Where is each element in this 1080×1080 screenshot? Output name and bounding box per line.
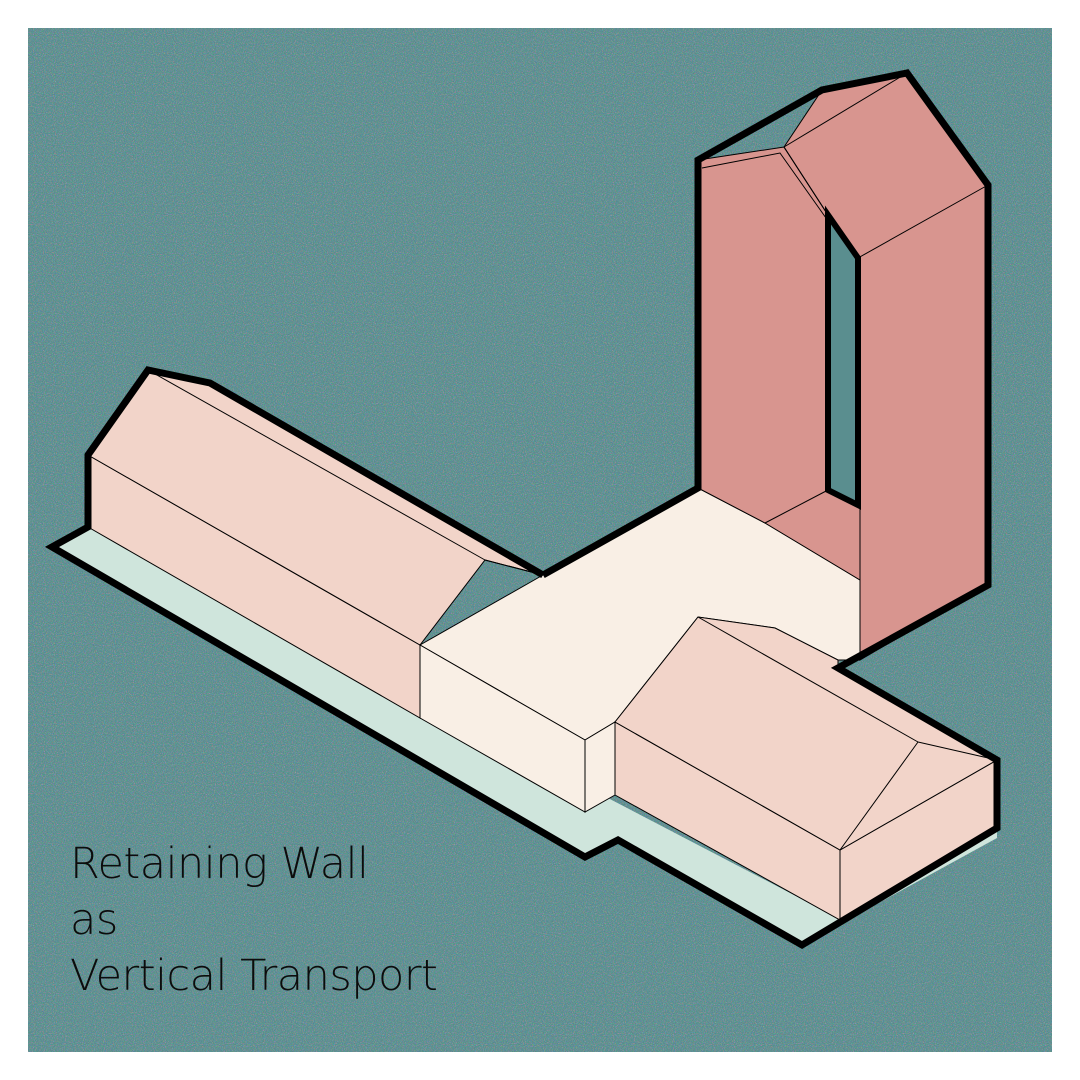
- tower-inner-rim: [701, 152, 827, 219]
- tower-gable-edge: [857, 184, 989, 259]
- right-roof-hip-a: [839, 741, 919, 851]
- right-roof-ridge: [697, 616, 919, 743]
- caption-line-2: as: [70, 895, 118, 945]
- tower-inner-fold: [764, 489, 829, 524]
- tower-inner-edge: [783, 146, 829, 216]
- right-roof-hip-b: [917, 741, 998, 761]
- diagram-caption: Retaining Wall as Vertical Transport: [70, 836, 438, 1004]
- tower-ridge: [783, 72, 908, 148]
- massing-outline: [44, 69, 1001, 950]
- caption-line-1: Retaining Wall: [70, 839, 369, 889]
- left-roof-ridge: [147, 369, 486, 561]
- caption-line-3: Vertical Transport: [70, 951, 438, 1001]
- tower-slot: [825, 205, 861, 510]
